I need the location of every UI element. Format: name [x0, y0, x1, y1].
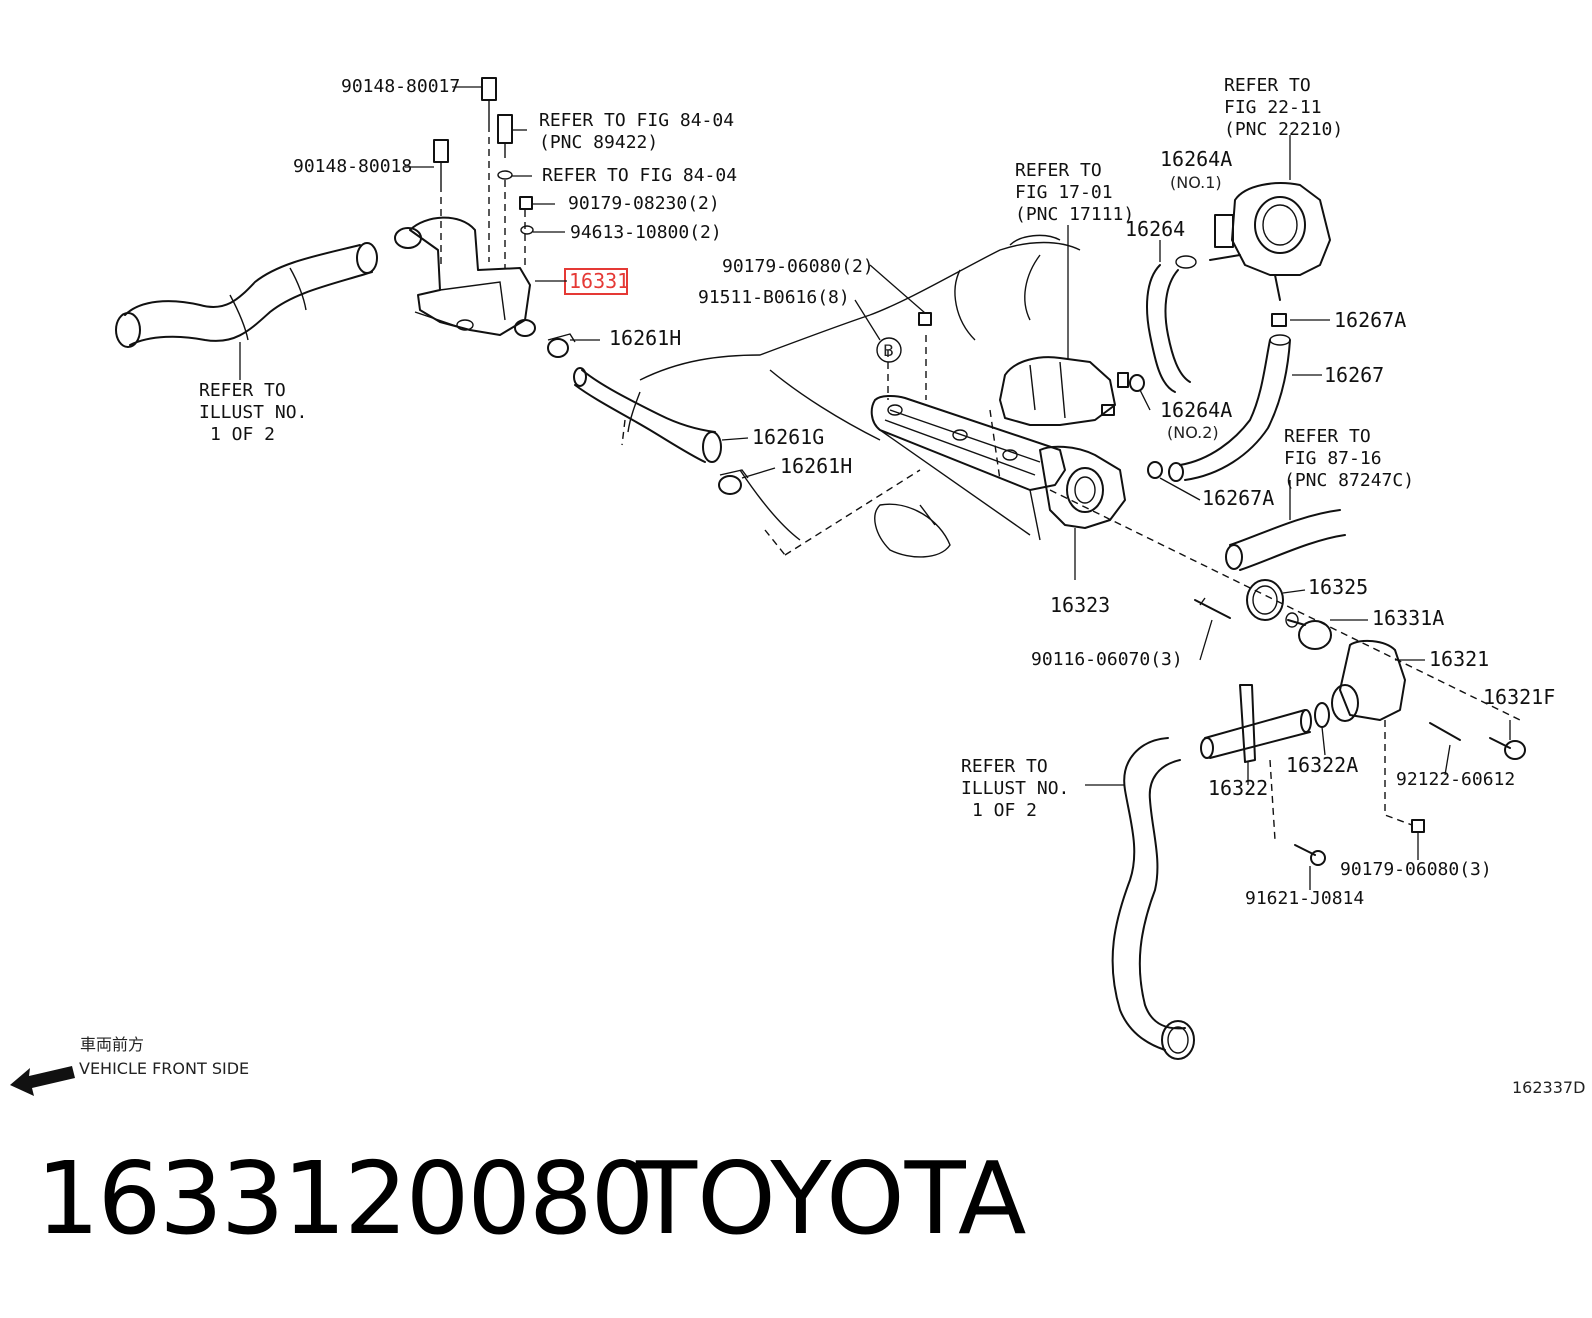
hose-16267: [1147, 334, 1322, 501]
hose-16264: [1129, 240, 1197, 411]
label-c34: 16267A: [1202, 486, 1274, 510]
b-marker: [854, 299, 902, 363]
label-c40: 16321F: [1483, 685, 1555, 709]
label-c28: 16267: [1324, 363, 1384, 387]
label-c44: 16322A: [1286, 753, 1358, 777]
label-c35: 16323: [1050, 593, 1110, 617]
label-c1: 90148-80017: [341, 76, 460, 97]
label-c43: 1 OF 2: [972, 800, 1037, 821]
hose-16261G: [573, 367, 722, 463]
label-c15: B: [883, 341, 894, 360]
brand-name: TOYOTA: [636, 1140, 1027, 1257]
label-c38: 90116-06070(3): [1031, 649, 1183, 670]
label-c8: 16331: [569, 269, 629, 293]
label-c33: (PNC 87247C): [1284, 470, 1414, 491]
bolt-16321F: [1489, 720, 1526, 760]
part-number: 1633120080: [36, 1140, 654, 1257]
label-c4: 90148-80018: [293, 156, 412, 177]
label-c37: 16331A: [1372, 606, 1444, 630]
label-c18: REFER TO: [1015, 160, 1102, 181]
label-c41: REFER TO: [961, 756, 1048, 777]
lower-hose: [1085, 737, 1195, 1060]
gasket-16325: [1246, 579, 1306, 621]
label-c19: FIG 17-01: [1015, 182, 1113, 203]
o-ring-16322A: [1314, 702, 1330, 756]
valve-unit: [1039, 445, 1126, 580]
label-c16: 16261G: [752, 425, 824, 449]
thermostat-16331A: [1285, 612, 1368, 650]
label-c45: 92122-60612: [1396, 769, 1515, 790]
label-c9: 16261H: [609, 326, 681, 350]
label-c3: (PNC 89422): [539, 132, 658, 153]
label-c29: 16264A: [1160, 398, 1232, 422]
label-c23: 16264: [1125, 217, 1185, 241]
hose-87247C: [1225, 480, 1346, 571]
label-c25: FIG 22-11: [1224, 97, 1322, 118]
label-c14: 91511-B0616(8): [698, 287, 850, 308]
intake-outline: [639, 234, 1081, 558]
label-c21: 16264A: [1160, 147, 1232, 171]
label-c46: 16322: [1208, 776, 1268, 800]
label-c2: REFER TO FIG 84-04: [539, 110, 734, 131]
bolt-90179-06080-3: [1384, 720, 1425, 860]
front-arrow-icon: [10, 1066, 75, 1096]
alignment-line-main: [1049, 489, 1521, 721]
bolt-90179-06080-2: [869, 264, 932, 326]
clamp-16261H-lower: [718, 469, 749, 495]
throttle-body-17111: [999, 225, 1129, 426]
label-c32: FIG 87-16: [1284, 448, 1382, 469]
label-c31: REFER TO: [1284, 426, 1371, 447]
left-hose: [115, 242, 378, 380]
manifold-16323: [870, 335, 1066, 541]
label-c6: 90179-08230(2): [568, 193, 720, 214]
label-c7: 94613-10800(2): [570, 222, 722, 243]
leader-lines: [405, 86, 776, 479]
label-c39: 16321: [1429, 647, 1489, 671]
labels: 90148-80017 REFER TO FIG 84-04 (PNC 8942…: [199, 75, 1555, 909]
label-c12: 1 OF 2: [210, 424, 275, 445]
label-c17: 16261H: [780, 454, 852, 478]
label-c13: 90179-06080(2): [722, 256, 874, 277]
front-label-jp: 車両前方: [80, 1035, 144, 1054]
label-c24: REFER TO: [1224, 75, 1311, 96]
label-c27: 16267A: [1334, 308, 1406, 332]
stud-92122: [1429, 722, 1461, 776]
label-c47: 90179-06080(3): [1340, 859, 1492, 880]
clamp-16261H-upper: [547, 333, 576, 358]
label-c20: (PNC 17111): [1015, 204, 1134, 225]
throttle-body-22210: [1209, 135, 1331, 301]
water-inlet-16321: [1331, 639, 1425, 722]
label-c42: ILLUST NO.: [961, 778, 1069, 799]
bolt-91621: [1294, 844, 1326, 890]
label-c11: ILLUST NO.: [199, 402, 307, 423]
label-c26: (PNC 22210): [1224, 119, 1343, 140]
pipe-16322: [1200, 684, 1312, 841]
label-c30: (NO.2): [1167, 423, 1219, 442]
front-label-en: VEHICLE FRONT SIDE: [79, 1059, 249, 1078]
label-c22: (NO.1): [1170, 173, 1222, 192]
fitting-16267A-upper: [1271, 313, 1287, 327]
stud-90116: [1194, 597, 1231, 661]
water-outlet-16331: [394, 77, 536, 337]
label-c5: REFER TO FIG 84-04: [542, 165, 737, 186]
label-c10: REFER TO: [199, 380, 286, 401]
diagram-code: 162337D: [1512, 1078, 1585, 1097]
label-c48: 91621-J0814: [1245, 888, 1364, 909]
label-c36: 16325: [1308, 575, 1368, 599]
vehicle-front-indicator: 車両前方 VEHICLE FRONT SIDE: [10, 1035, 249, 1096]
